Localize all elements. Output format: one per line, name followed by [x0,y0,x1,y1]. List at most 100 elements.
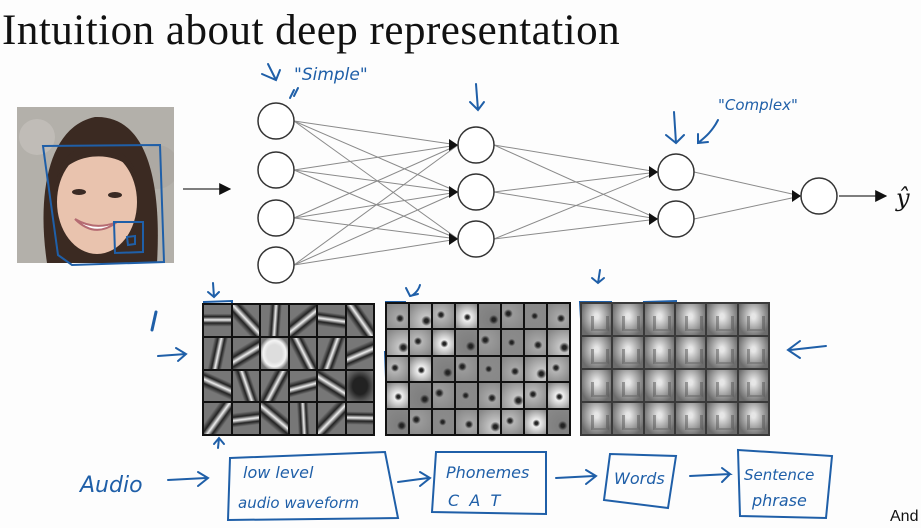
feature-cell [502,304,523,329]
neuron-node [800,177,838,215]
feature-cell [548,383,569,408]
feature-cell [582,403,612,434]
feature-cell [502,356,523,382]
feature-cell [410,409,431,434]
feature-cell [525,409,546,434]
face-feature-marks [747,415,766,430]
feature-cell [479,330,500,355]
network-edge [493,171,659,193]
feature-cell [582,370,612,401]
network-edge [493,171,659,240]
slide-title: Intuition about deep representation [2,7,621,54]
face-image [17,107,174,263]
face-feature-marks [622,349,640,364]
feature-cell [525,356,546,382]
neuron-node [657,200,695,238]
feature-cell [204,403,231,434]
feature-cell [232,370,259,402]
feature-cell [502,409,523,434]
feature-cell [456,383,477,408]
feature-cell [456,304,477,329]
feature-cell [261,403,288,434]
network-nodes [257,102,838,284]
feature-cell [479,304,500,329]
feature-cell [548,409,569,434]
feature-cell [204,337,231,369]
feature-cell [204,370,231,402]
neuron-node [257,102,295,140]
arrow-down-icon [665,111,685,145]
face-parts-grid [385,302,571,436]
feature-cell [707,370,737,401]
network-edge [293,238,459,266]
feature-cell [479,383,500,408]
face-feature-marks [684,316,703,331]
network-edge [693,171,802,197]
face-feature-marks [590,316,609,331]
y-hat-label: ŷ [895,184,910,212]
feature-cell [433,330,454,355]
feature-cell [613,304,643,335]
edge-arrowhead [792,190,801,202]
face-feature-marks [684,349,703,364]
neuron-node [257,246,295,284]
face-feature-marks [622,382,640,397]
feature-cell [289,370,316,402]
face-feature-marks [622,316,640,331]
feature-cell [525,330,546,355]
feature-cell [456,409,477,434]
feature-cell [387,356,408,382]
stage-2-line2: C A T [448,491,501,510]
stage-2-line1: Phonemes [446,463,529,482]
feature-cell [410,330,431,355]
feature-cell [738,370,768,401]
network-edge [293,191,459,266]
feature-cell [410,356,431,382]
stage-4-line1: Sentence [744,466,814,484]
arrow-down-icon [261,63,281,82]
edge-arrowhead [649,166,658,178]
faces-grid [580,302,770,436]
feature-cell [204,305,231,336]
feature-cell [261,337,288,369]
feature-cell [346,305,373,336]
stage-1-line1: low level [243,463,314,482]
feature-cell [456,330,477,355]
feature-cell [676,337,706,368]
feature-cell [644,337,674,368]
edge-features-grid [202,303,375,436]
edge-arrowhead [449,139,458,151]
arrow-down-icon [405,284,421,298]
feature-cell [738,337,768,368]
feature-cell [644,403,674,434]
face-feature-marks [653,415,672,430]
feature-cell [289,305,316,336]
feature-cell [582,304,612,335]
network-edge [293,120,459,146]
feature-cell [410,304,431,329]
feature-cell [738,403,768,434]
feature-cell [479,356,500,382]
neuron-node [257,151,295,189]
feature-cell [318,305,345,336]
feature-cell [433,383,454,408]
face-feature-marks [622,415,640,430]
stage-1-line2: audio waveform [238,494,359,512]
feature-cell [289,337,316,369]
edge-arrowhead [449,233,458,245]
neuron-node [657,153,695,191]
face-feature-marks [716,316,734,331]
feature-cell [707,337,737,368]
network-edge [293,144,459,171]
face-feature-marks [716,349,734,364]
network-edge [493,218,659,240]
feature-cell [525,383,546,408]
neuron-node [457,173,495,211]
feature-cell [318,337,345,369]
feature-cell [644,304,674,335]
feature-cell [548,330,569,355]
feature-cell [456,356,477,382]
face-feature-marks [747,316,766,331]
feature-cell [707,403,737,434]
feature-cell [502,330,523,355]
